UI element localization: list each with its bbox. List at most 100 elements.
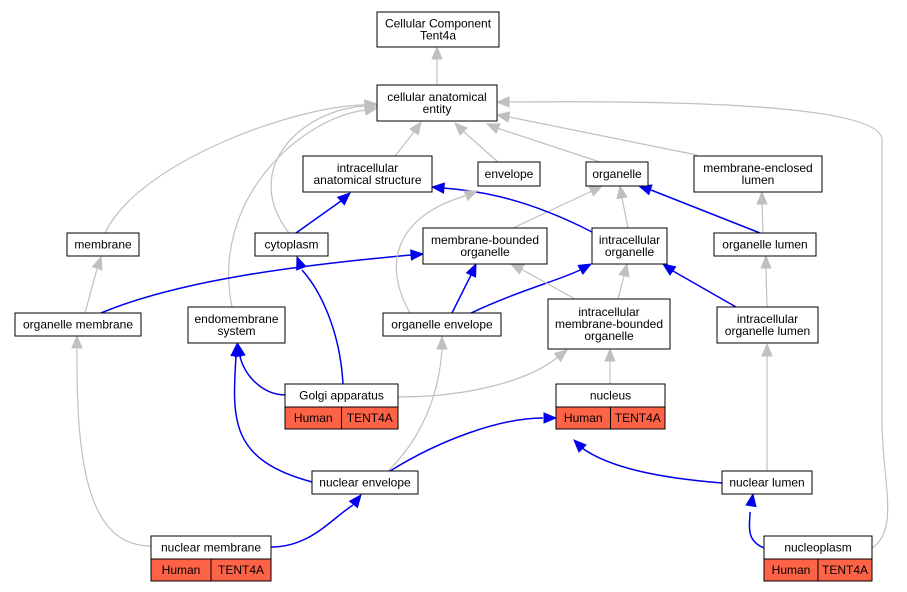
edge-line (442, 187, 593, 233)
node-box (311, 470, 419, 495)
arrowhead-icon (409, 120, 422, 136)
node-label: nuclear lumen (729, 476, 804, 490)
node-envelope[interactable]: envelope (477, 161, 541, 187)
arrowhead-icon (553, 349, 569, 363)
gene-label: TENT4A (822, 563, 868, 577)
edge-line (233, 355, 313, 483)
edge-nl-to-iol (761, 342, 773, 471)
node-organelle[interactable]: organelle (585, 161, 649, 187)
node-cytoplasm[interactable]: cytoplasm (254, 232, 329, 257)
node-box (716, 306, 819, 344)
arrowhead-icon (430, 182, 445, 194)
edge-line (104, 104, 366, 234)
arrowhead-icon (485, 123, 501, 134)
node-membrane[interactable]: membrane (66, 232, 140, 257)
node-ne[interactable]: nuclear envelope (311, 470, 419, 495)
node-label: endomembrane (194, 312, 278, 326)
edge-line (84, 268, 98, 314)
node-box (693, 155, 823, 193)
node-box (585, 161, 649, 187)
edge-om-to-mbo (100, 249, 425, 314)
edge-golgi-to-cytoplasm (296, 255, 344, 385)
edge-line (508, 116, 698, 156)
gene-label: TENT4A (347, 411, 393, 425)
gene-tag (210, 558, 272, 582)
arrowhead-icon (756, 190, 768, 205)
edge-line (397, 356, 559, 398)
species-label: Human (772, 563, 811, 577)
edge-imbo-to-io (617, 262, 630, 300)
edges-layer (71, 45, 889, 549)
edge-cytoplasm-to-ias (295, 192, 351, 234)
node-oe[interactable]: organelle envelope (382, 312, 502, 337)
edge-line (520, 268, 576, 300)
node-box (547, 298, 671, 350)
edge-nl-to-nucleus (573, 439, 723, 484)
arrowhead-icon (509, 263, 525, 275)
node-label: nucleoplasm (784, 541, 851, 555)
edge-line (389, 417, 544, 472)
node-nl[interactable]: nuclear lumen (721, 470, 813, 495)
node-label: nuclear membrane (161, 541, 261, 555)
gene-tag (341, 406, 399, 430)
arrowhead-icon (230, 342, 242, 357)
edge-ol-to-mel (756, 190, 768, 234)
edge-organelle-to-cae (485, 123, 601, 163)
edge-imbo-to-mbo (509, 263, 576, 300)
node-box (382, 312, 502, 337)
arrowhead-icon (495, 96, 510, 108)
node-label: nuclear envelope (319, 476, 411, 490)
species-label: Human (162, 563, 201, 577)
edge-oe-to-mbo (451, 262, 477, 314)
edge-line (761, 203, 764, 234)
node-label: organelle membrane (23, 318, 133, 332)
node-label: intracellular (599, 233, 660, 247)
node-box (422, 227, 548, 265)
edge-line (581, 447, 723, 484)
node-label: entity (423, 102, 452, 116)
node-box (721, 470, 813, 495)
arrowhead-icon (91, 255, 103, 271)
node-label: intracellular (737, 312, 798, 326)
edge-line (76, 348, 152, 547)
edge-line (100, 254, 412, 314)
edge-line (496, 127, 601, 163)
node-label: intracellular (578, 305, 639, 319)
arrowhead-icon (661, 263, 677, 276)
edge-mel-to-cae (495, 111, 698, 156)
node-label: system (217, 324, 255, 338)
arrowhead-icon (410, 249, 425, 261)
node-box (376, 11, 500, 48)
edge-line (387, 348, 443, 472)
edge-golgi-to-es (234, 342, 287, 396)
arrowhead-icon (618, 262, 630, 278)
node-om[interactable]: organelle membrane (14, 312, 142, 337)
edge-line (748, 511, 765, 549)
node-label: organelle lumen (725, 324, 810, 338)
edge-line (395, 195, 466, 314)
node-label: organelle (592, 167, 642, 181)
edge-line (617, 275, 625, 300)
edge-nm-to-ne (270, 493, 362, 548)
edge-iol-to-ol (760, 254, 772, 308)
arrowhead-icon (336, 192, 351, 206)
node-ol[interactable]: organelle lumen (713, 232, 817, 257)
arrowhead-icon (577, 263, 593, 276)
arrowhead-icon (71, 334, 83, 349)
edge-oe-to-envelope (395, 190, 479, 314)
node-box (477, 161, 541, 187)
